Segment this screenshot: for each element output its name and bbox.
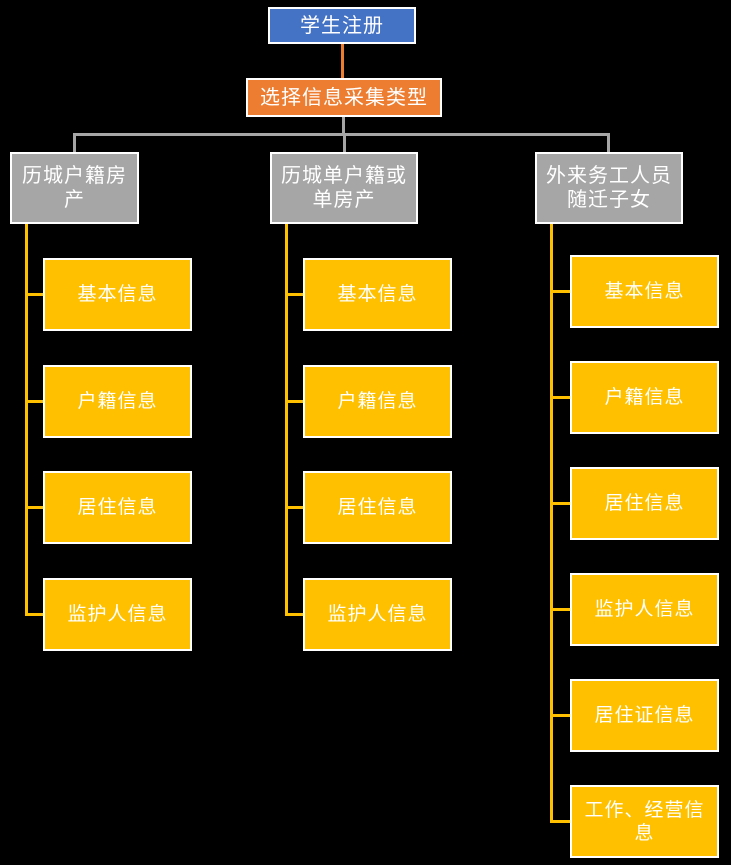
connector-branch-1-4: [25, 613, 44, 616]
connector-branch-3-6: [550, 820, 571, 823]
node-field-guardian-info-col1[interactable]: 监护人信息: [43, 578, 192, 651]
node-field-hukou-info-col1[interactable]: 户籍信息: [43, 365, 192, 438]
node-field-residence-info-col1[interactable]: 居住信息: [43, 471, 192, 544]
connector-branch-3-5: [550, 714, 571, 717]
connector-branch-2-4: [285, 613, 304, 616]
node-field-residence-permit-info-col3[interactable]: 居住证信息: [570, 679, 719, 752]
node-field-guardian-info-col2[interactable]: 监护人信息: [303, 578, 452, 651]
connector-drop-category-1: [73, 133, 76, 152]
node-category-licheng-single-hukou-or-property[interactable]: 历城单户籍或单房产: [270, 152, 418, 224]
connector-drop-category-3: [607, 133, 610, 152]
connector-branch-2-2: [285, 400, 304, 403]
connector-branch-3-4: [550, 608, 571, 611]
connector-branch-2-3: [285, 506, 304, 509]
connector-trunk-column-3: [550, 224, 553, 822]
node-field-basic-info-col1[interactable]: 基本信息: [43, 258, 192, 331]
node-field-hukou-info-col3[interactable]: 户籍信息: [570, 361, 719, 434]
connector-trunk-column-2: [285, 224, 288, 616]
connector-branch-3-2: [550, 396, 571, 399]
connector-choice-stem: [342, 117, 345, 135]
node-field-basic-info-col3[interactable]: 基本信息: [570, 255, 719, 328]
connector-branch-3-1: [550, 290, 571, 293]
node-student-registration[interactable]: 学生注册: [268, 7, 416, 44]
connector-root-to-choice: [341, 44, 344, 78]
node-field-hukou-info-col2[interactable]: 户籍信息: [303, 365, 452, 438]
connector-branch-1-1: [25, 293, 44, 296]
connector-trunk-column-1: [25, 224, 28, 616]
node-select-collection-type[interactable]: 选择信息采集类型: [246, 78, 442, 117]
node-field-residence-info-col3[interactable]: 居住信息: [570, 467, 719, 540]
connector-category-bus: [73, 133, 610, 136]
node-category-licheng-hukou-property[interactable]: 历城户籍房产: [10, 152, 139, 224]
node-category-migrant-worker-children[interactable]: 外来务工人员随迁子女: [535, 152, 683, 224]
connector-branch-1-3: [25, 506, 44, 509]
node-field-work-business-info-col3[interactable]: 工作、经营信息: [570, 785, 719, 858]
connector-drop-category-2: [343, 133, 346, 152]
node-field-residence-info-col2[interactable]: 居住信息: [303, 471, 452, 544]
node-field-basic-info-col2[interactable]: 基本信息: [303, 258, 452, 331]
connector-branch-3-3: [550, 502, 571, 505]
connector-branch-1-2: [25, 400, 44, 403]
connector-branch-2-1: [285, 293, 304, 296]
node-field-guardian-info-col3[interactable]: 监护人信息: [570, 573, 719, 646]
